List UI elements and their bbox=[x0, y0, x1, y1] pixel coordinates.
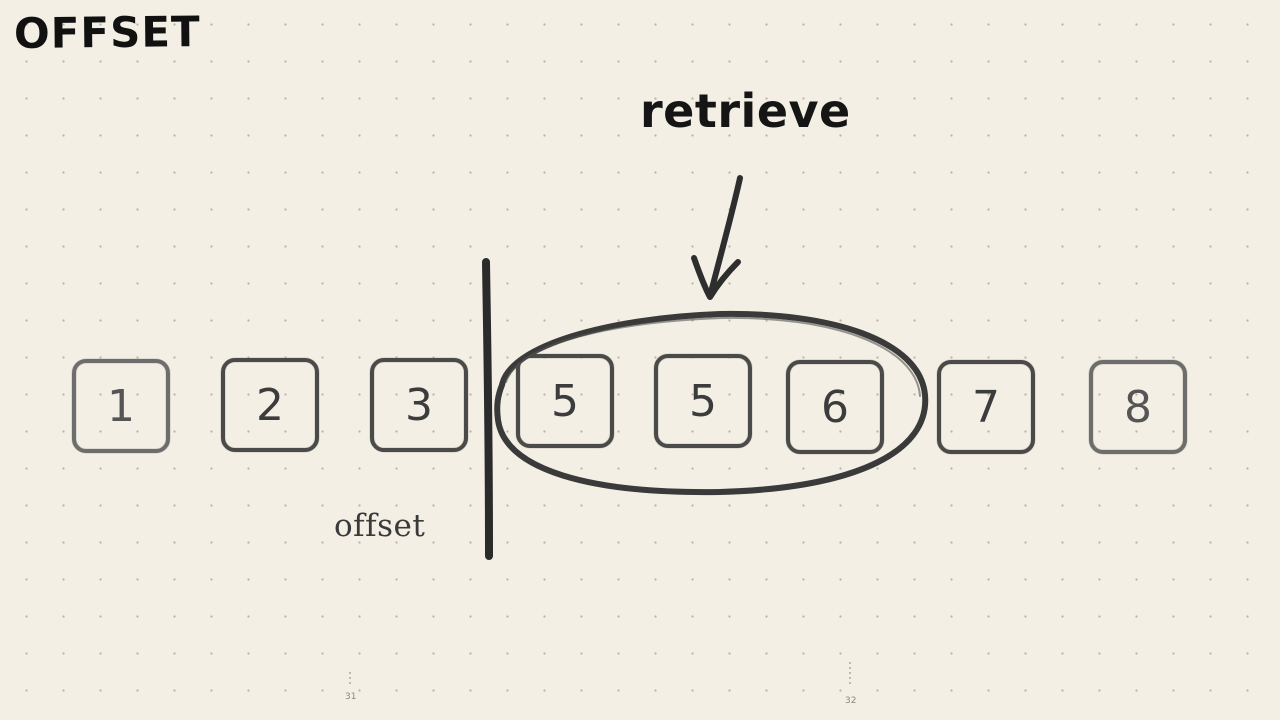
page-number-31: 31 bbox=[345, 692, 357, 702]
retrieve-arrow-head bbox=[691, 255, 741, 300]
retrieve-label: retrieve bbox=[640, 84, 851, 138]
retrieve-arrow-shaft bbox=[707, 175, 743, 299]
page-number-32: 32 bbox=[845, 696, 857, 706]
selection-ellipse bbox=[494, 310, 929, 496]
item-box-7: 7 bbox=[937, 360, 1035, 454]
item-box-4: 5 bbox=[516, 354, 614, 448]
item-box-6: 6 bbox=[786, 360, 884, 454]
offset-label: offset bbox=[334, 508, 426, 544]
item-box-8: 8 bbox=[1089, 360, 1187, 454]
item-box-3: 3 bbox=[370, 358, 468, 452]
item-box-1: 1 bbox=[72, 359, 170, 453]
selection-ellipse-stroke-2 bbox=[505, 316, 921, 397]
item-box-5: 5 bbox=[654, 354, 752, 448]
offset-divider-line bbox=[482, 258, 493, 560]
item-box-2: 2 bbox=[221, 358, 319, 452]
